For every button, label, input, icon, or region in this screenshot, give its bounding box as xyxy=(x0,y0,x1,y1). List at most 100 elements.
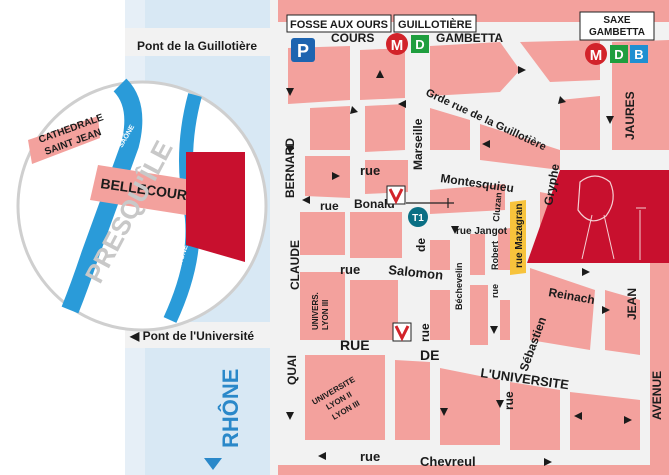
block xyxy=(605,290,640,355)
station-box-fosse xyxy=(286,14,392,33)
inset-highlight xyxy=(186,152,245,262)
arrow-icon xyxy=(451,226,459,234)
arrow-icon xyxy=(606,116,614,124)
inset-cathedrale-block xyxy=(28,116,100,164)
block xyxy=(500,300,510,340)
block xyxy=(305,156,350,198)
one-way-arrows xyxy=(286,66,632,466)
block xyxy=(430,184,505,214)
block xyxy=(310,106,350,150)
street-rue-bonald: rue xyxy=(320,199,339,213)
block xyxy=(470,285,488,345)
arrow-icon xyxy=(602,306,610,314)
block xyxy=(300,272,345,340)
line-b-badge-label: B xyxy=(634,47,643,62)
arrow-icon xyxy=(482,140,490,148)
block xyxy=(470,234,485,275)
street-rue-montesquieu: rue xyxy=(360,163,380,178)
block xyxy=(430,240,450,270)
street-rue-mazagran: rue Mazagran xyxy=(514,204,525,268)
arrow-icon xyxy=(490,326,498,334)
river-label: RHÔNE xyxy=(218,369,243,448)
bridge-guillotiere xyxy=(125,28,275,56)
arrow-icon xyxy=(286,88,294,96)
parking-badge[interactable]: P xyxy=(291,38,315,62)
arrow-icon xyxy=(544,458,552,466)
metro-badge-saxe[interactable]: M xyxy=(585,43,607,65)
venue-marker-universite[interactable] xyxy=(392,322,412,342)
block xyxy=(560,96,600,150)
block xyxy=(612,40,669,150)
arrow-icon xyxy=(496,400,504,408)
statue-strokes xyxy=(581,207,646,260)
street-marseille: Marseille xyxy=(411,118,425,170)
arrow-icon xyxy=(582,268,590,276)
street-bonald: Bonald xyxy=(354,197,395,211)
block xyxy=(530,268,595,350)
block xyxy=(498,228,510,270)
arrow-icon xyxy=(518,66,526,74)
street-gambetta: GAMBETTA xyxy=(436,31,503,45)
station-saxe-label-1: SAXE xyxy=(603,15,631,26)
station-guillotiere-label: GUILLOTIÈRE xyxy=(398,18,472,31)
block xyxy=(300,212,345,255)
street-bechevelin: Béchevelin xyxy=(454,262,464,310)
arrow-icon xyxy=(574,412,582,420)
street-cluzan: Cluzan xyxy=(491,192,504,222)
highlight-zone xyxy=(527,170,669,263)
block xyxy=(395,360,430,440)
street-rue-vertical-2: rue xyxy=(502,391,516,410)
arrow-icon xyxy=(286,412,294,420)
station-fosse-label: FOSSE AUX OURS xyxy=(290,19,388,31)
street-bernard: BERNARD xyxy=(283,138,297,198)
arrow-icon xyxy=(302,196,310,204)
tram-badge[interactable]: T1 xyxy=(408,207,428,227)
street-salomon: Salomon xyxy=(388,262,444,283)
block xyxy=(305,355,385,440)
venue-marker-bonald[interactable] xyxy=(386,185,454,208)
arrow-icon xyxy=(332,172,340,180)
block-bottom-strip xyxy=(278,465,669,475)
line-d-badge-guillotiere[interactable]: D xyxy=(411,35,429,53)
line-d-badge-saxe-label: D xyxy=(614,47,623,62)
street-cours: COURS xyxy=(331,31,374,45)
block xyxy=(650,260,669,470)
street-de-universite: DE xyxy=(420,347,439,363)
arrow-icon xyxy=(440,408,448,416)
street-avenue: AVENUE xyxy=(650,371,664,420)
street-jean: JEAN xyxy=(625,288,639,320)
block xyxy=(430,42,520,96)
street-de-marseille: de xyxy=(414,238,428,252)
block xyxy=(360,48,405,100)
arrow-icon xyxy=(318,452,326,460)
inset-map xyxy=(16,78,268,332)
metro-badge-label: M xyxy=(391,37,404,54)
street-jaures: JAURES xyxy=(623,91,637,140)
street-rue-salomon: rue xyxy=(340,262,360,277)
block xyxy=(510,382,560,450)
block xyxy=(570,392,640,450)
arrow-icon xyxy=(398,100,406,108)
univ-lyon3-label-2: LYON III xyxy=(321,300,330,330)
block xyxy=(520,40,600,82)
parking-badge-label: P xyxy=(297,41,309,61)
univ-lyon3-label-1: UNIVERS. xyxy=(311,292,320,330)
metro-badge-guillotiere[interactable]: M xyxy=(386,33,408,55)
block xyxy=(480,124,560,170)
city-blocks xyxy=(278,0,669,475)
arrow-icon xyxy=(286,146,294,154)
line-b-badge-saxe[interactable]: B xyxy=(630,45,648,63)
statue-illustration xyxy=(577,175,614,222)
inset-rhone-label-1: RHÔNE xyxy=(193,122,204,148)
arrow-icon xyxy=(376,70,384,78)
block xyxy=(365,104,405,152)
block xyxy=(430,290,450,340)
mazagran-banner: rue Mazagran xyxy=(510,200,526,275)
inset-bellecour-block xyxy=(90,165,192,215)
arrow-icon xyxy=(558,96,566,104)
arrow-icon xyxy=(350,106,358,114)
line-d-badge-saxe[interactable]: D xyxy=(610,45,628,63)
bridge-guillotiere-label: Pont de la Guillotière xyxy=(137,39,257,53)
metro-badge-saxe-label: M xyxy=(590,47,603,64)
